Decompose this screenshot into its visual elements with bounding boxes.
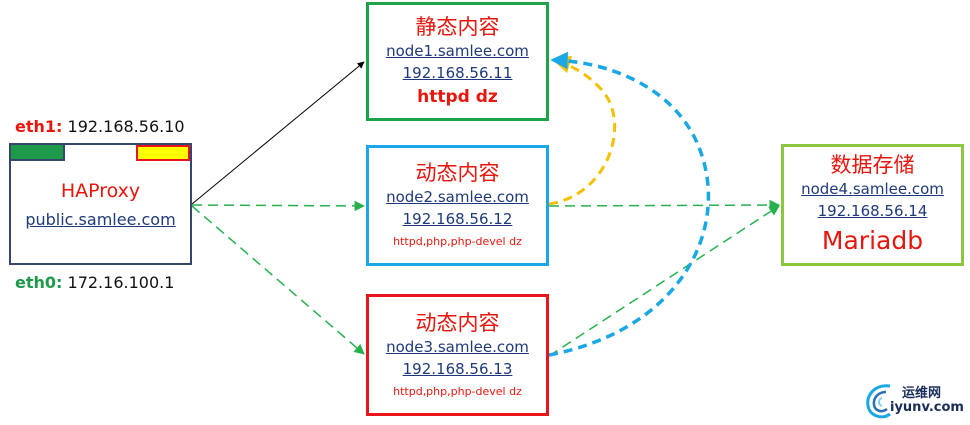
node2-box: 动态内容 node2.samlee.com 192.168.56.12 http… [366, 145, 549, 266]
arrow-haproxy-node3 [191, 205, 365, 355]
node1-title: 静态内容 [415, 14, 500, 39]
arrow-haproxy-node1 [191, 61, 365, 205]
node2-ip-link[interactable]: 192.168.56.12 [402, 210, 513, 228]
logo-swirl-icon [866, 384, 891, 419]
node2-host-link[interactable]: node2.samlee.com [386, 188, 529, 206]
arrow-node3-node4 [548, 205, 780, 357]
node3-service: httpd,php,php-devel dz [393, 384, 522, 398]
node4-title: 数据存储 [830, 153, 915, 177]
node3-ip-link[interactable]: 192.168.56.13 [402, 359, 513, 378]
node4-box: 数据存储 node4.samlee.com 192.168.56.14 Mari… [781, 144, 964, 266]
logo-text-url: iyunv.com [890, 400, 964, 415]
node4-service: Mariadb [821, 226, 924, 255]
haproxy-box: HAProxy public.samlee.com [9, 143, 192, 265]
eth0-ip: 172.16.100.1 [67, 273, 175, 292]
eth0-key: eth0: [15, 273, 63, 292]
arrow-node2-node4 [548, 199, 781, 211]
haproxy-green-bar [11, 145, 65, 161]
node1-box: 静态内容 node1.samlee.com 192.168.56.11 http… [366, 2, 549, 121]
node3-title: 动态内容 [415, 310, 500, 335]
arrow-haproxy-node2 [191, 200, 366, 212]
site-logo: 运维网 iyunv.com [860, 378, 970, 422]
node1-host-link[interactable]: node1.samlee.com [386, 41, 529, 60]
node1-ip-link[interactable]: 192.168.56.11 [402, 63, 513, 82]
node4-host-link[interactable]: node4.samlee.com [801, 180, 944, 198]
eth1-label: eth1: 192.168.56.10 [15, 117, 185, 137]
arrow-node3-node1 [548, 51, 711, 357]
arrow-node2-node1 [548, 55, 617, 206]
eth0-label: eth0: 172.16.100.1 [15, 273, 174, 293]
node2-service: httpd,php,php-devel dz [393, 235, 522, 248]
haproxy-yellow-bar [136, 145, 190, 161]
node1-service: httpd dz [417, 86, 498, 107]
logo-text-cn: 运维网 [902, 386, 942, 401]
eth1-ip: 192.168.56.10 [67, 117, 185, 136]
eth1-key: eth1: [15, 117, 63, 136]
node3-host-link[interactable]: node3.samlee.com [386, 337, 529, 356]
haproxy-title: HAProxy [60, 180, 141, 202]
node4-ip-link[interactable]: 192.168.56.14 [817, 202, 928, 220]
haproxy-host-link[interactable]: public.samlee.com [25, 210, 176, 229]
node3-box: 动态内容 node3.samlee.com 192.168.56.13 http… [366, 294, 549, 416]
node2-title: 动态内容 [415, 161, 500, 185]
